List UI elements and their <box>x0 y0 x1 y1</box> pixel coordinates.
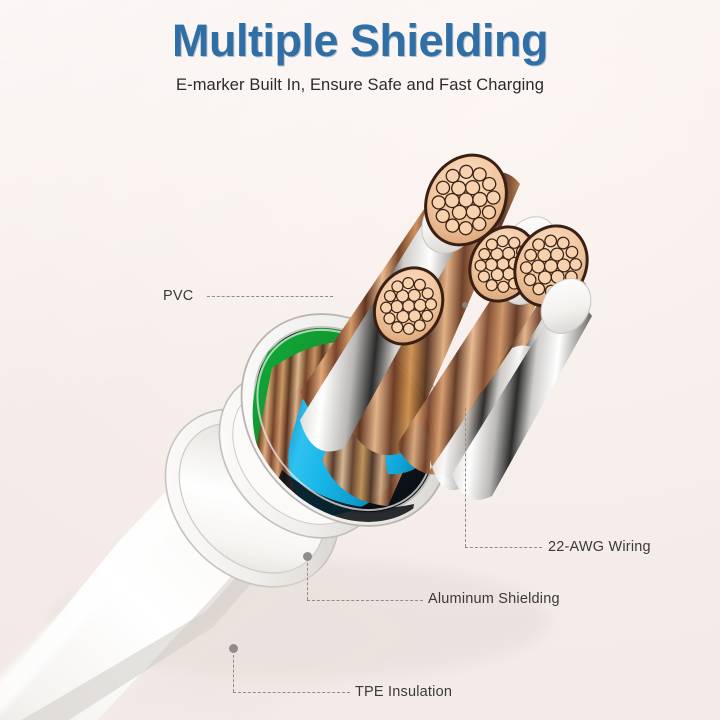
callout-label-22-awg-wiring: 22-AWG Wiring <box>548 539 651 555</box>
leader-dot-pvc <box>462 302 468 308</box>
leader-dot-aluminum <box>303 552 312 561</box>
page-title: Multiple Shielding <box>172 15 548 66</box>
leader-dot-tpe <box>229 644 238 653</box>
silver-tube-front <box>452 278 592 500</box>
green-insulation-segment <box>252 327 346 456</box>
callout-label-aluminum-shielding: Aluminum Shielding <box>428 591 560 607</box>
callout-label-pvc: PVC <box>163 288 194 304</box>
callout-label-tpe-insulation: TPE Insulation <box>355 684 453 700</box>
page-subtitle: E-marker Built In, Ensure Safe and Fast … <box>176 76 544 95</box>
header: Multiple Shielding E-marker Built In, En… <box>0 15 720 95</box>
